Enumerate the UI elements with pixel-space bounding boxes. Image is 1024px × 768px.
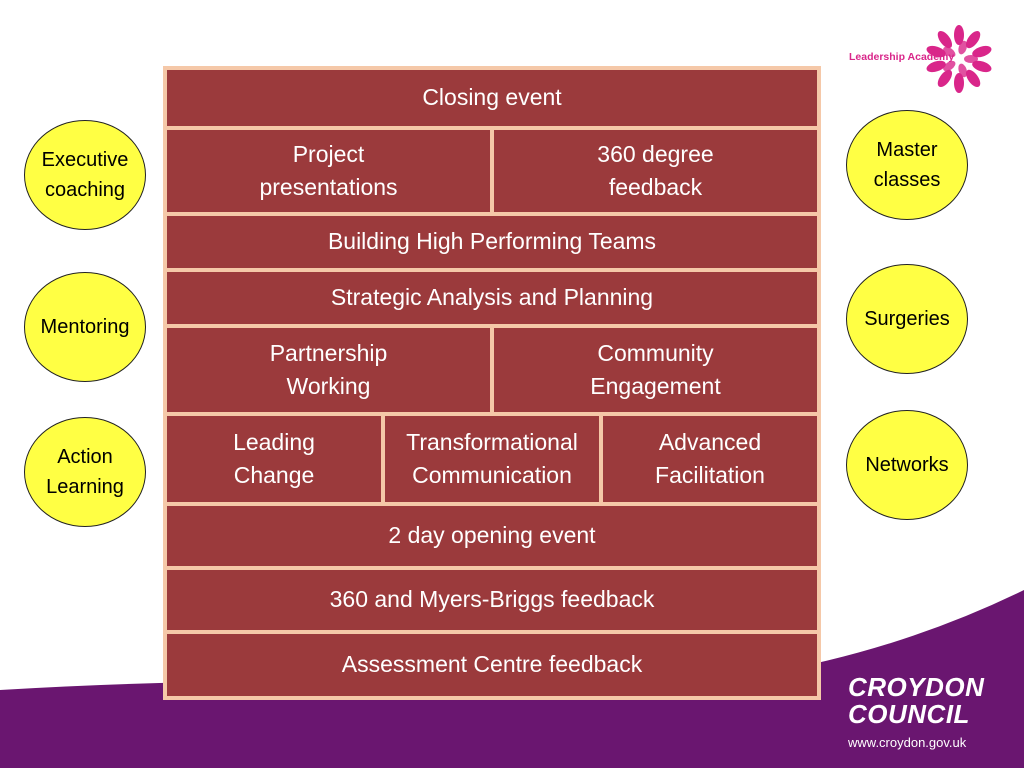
council-name: CROYDON COUNCIL (848, 672, 985, 729)
block-leading-change: Leading Change (167, 416, 381, 502)
block-building-high-performing-teams: Building High Performing Teams (167, 216, 817, 268)
oval-mentoring: Mentoring (24, 272, 146, 382)
program-stack: Closing event Project presentations 360 … (163, 66, 821, 700)
row-high-performing-teams: Building High Performing Teams (167, 216, 817, 268)
row-opening-event: 2 day opening event (167, 506, 817, 566)
leadership-academy-logo (846, 20, 1016, 100)
oval-executive-coaching: Executive coaching (24, 120, 146, 230)
row-assessment-centre: Assessment Centre feedback (167, 634, 817, 696)
block-project-presentations: Project presentations (167, 130, 490, 212)
leadership-academy-label: Leadership Academy (849, 51, 955, 63)
block-360-myers-briggs-feedback: 360 and Myers-Briggs feedback (167, 570, 817, 630)
block-transformational-communication: Transformational Communication (385, 416, 599, 502)
oval-networks: Networks (846, 410, 968, 520)
oval-action-learning: Action Learning (24, 417, 146, 527)
row-projects-feedback: Project presentations 360 degree feedbac… (167, 130, 817, 212)
row-leading-transform-facilitation: Leading Change Transformational Communic… (167, 416, 817, 502)
oval-surgeries: Surgeries (846, 264, 968, 374)
flower-logo-icon (926, 25, 992, 93)
block-opening-event: 2 day opening event (167, 506, 817, 566)
row-partnership-community: Partnership Working Community Engagement (167, 328, 817, 412)
block-advanced-facilitation: Advanced Facilitation (603, 416, 817, 502)
row-myers-briggs: 360 and Myers-Briggs feedback (167, 570, 817, 630)
row-strategic-analysis: Strategic Analysis and Planning (167, 272, 817, 324)
croydon-council-logo: CROYDON COUNCIL www.croydon.gov.uk (848, 674, 984, 750)
block-360-degree-feedback: 360 degree feedback (494, 130, 817, 212)
oval-master-classes: Master classes (846, 110, 968, 220)
council-url: www.croydon.gov.uk (848, 735, 967, 751)
block-closing-event: Closing event (167, 70, 817, 126)
block-strategic-analysis: Strategic Analysis and Planning (167, 272, 817, 324)
block-partnership-working: Partnership Working (167, 328, 490, 412)
block-assessment-centre-feedback: Assessment Centre feedback (167, 634, 817, 696)
block-community-engagement: Community Engagement (494, 328, 817, 412)
row-closing-event: Closing event (167, 70, 817, 126)
